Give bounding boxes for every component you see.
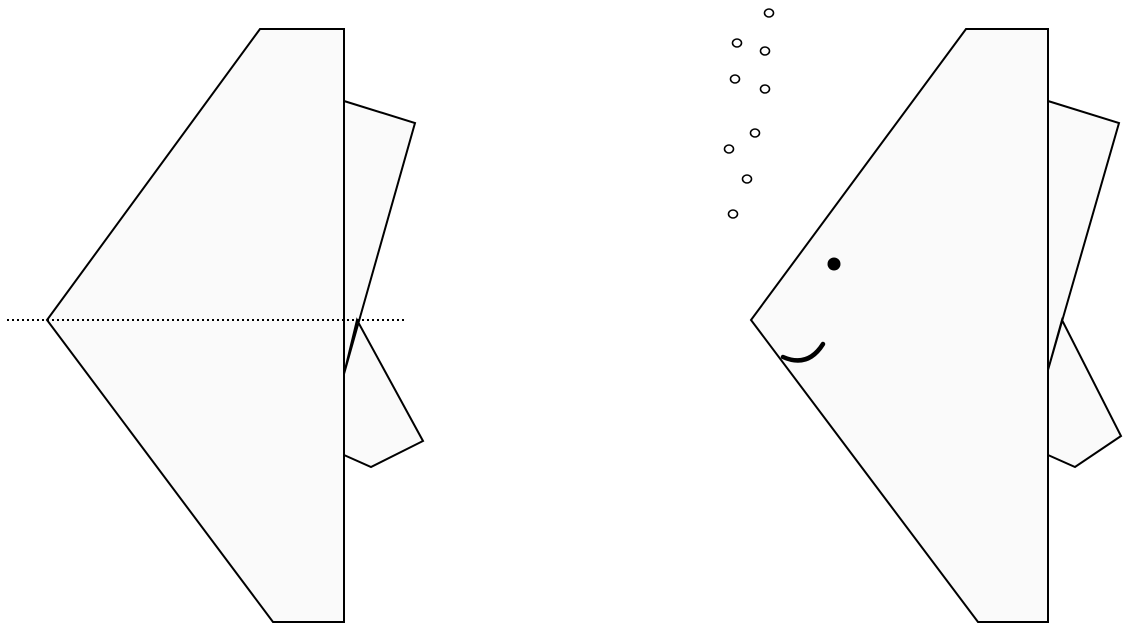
tail-fin-icon <box>1048 101 1121 467</box>
step-fold <box>7 29 423 622</box>
bubble-icon <box>725 145 734 153</box>
bubble-icon <box>729 210 738 218</box>
bubble-icon <box>761 85 770 93</box>
bubble-icon <box>733 39 742 47</box>
fish-body-icon <box>47 29 344 622</box>
tail-fin-icon <box>344 101 423 467</box>
bubble-icon <box>761 47 770 55</box>
fish-body-icon <box>751 29 1048 622</box>
bubble-icon <box>731 75 740 83</box>
step-finished-fish <box>725 9 1122 622</box>
bubble-icon <box>743 175 752 183</box>
eye-icon <box>828 258 841 271</box>
bubbles <box>725 9 774 218</box>
bubble-icon <box>765 9 774 17</box>
bubble-icon <box>751 129 760 137</box>
